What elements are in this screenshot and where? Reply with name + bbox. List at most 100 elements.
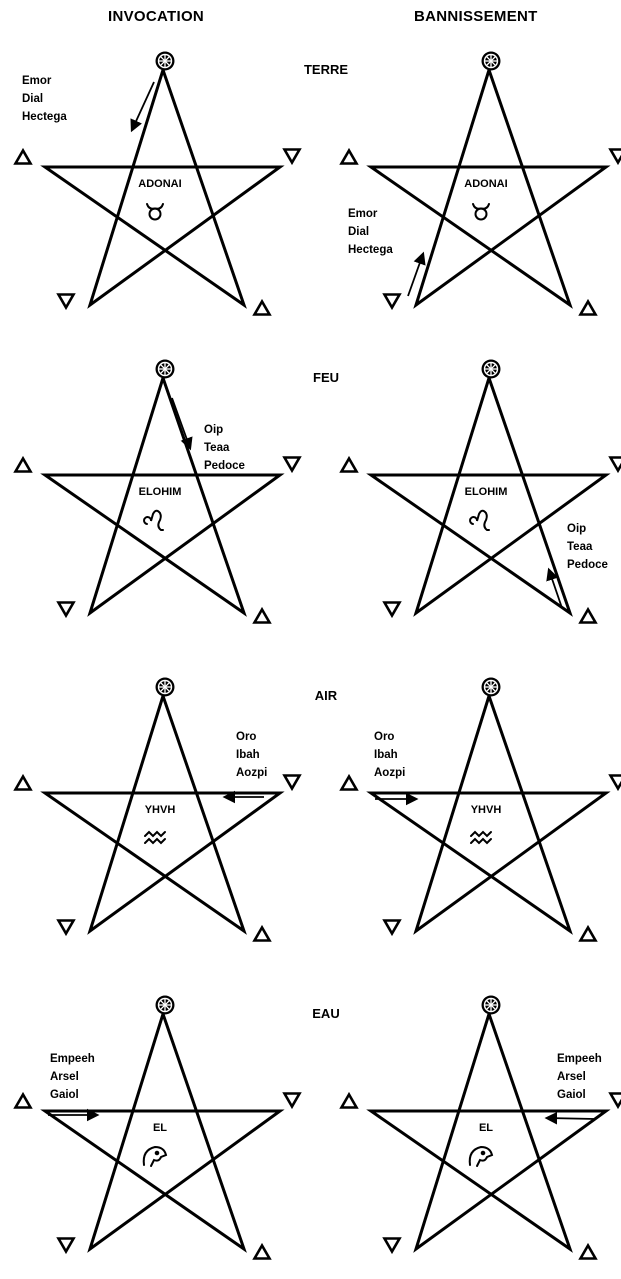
spirit-wheel-icon (481, 51, 501, 71)
call-word-label: Oro (236, 731, 256, 743)
fire-triangle-icon (13, 147, 33, 165)
divine-name-label: EL (153, 1122, 167, 1134)
eagle-head-outline (142, 1145, 168, 1167)
earth-triangle-icon (56, 919, 76, 937)
call-word-label: Oip (204, 424, 223, 436)
air-triangle-icon (578, 606, 598, 624)
pentagram-star (40, 65, 285, 309)
taurus-sign-icon (146, 203, 164, 221)
divine-name-label: ELOHIM (465, 486, 508, 498)
fire-triangle-icon (13, 773, 33, 791)
direction-arrow-icon (130, 81, 155, 133)
water-triangle-icon (282, 456, 302, 474)
water-triangle-icon (608, 148, 621, 166)
air-triangle-icon (252, 1242, 272, 1260)
spirit-wheel-spoke (159, 363, 171, 375)
invocation-header: INVOCATION (108, 8, 205, 25)
direction-arrow-icon (171, 397, 193, 451)
fire-triangle-icon (339, 147, 359, 165)
earth-triangle-icon (382, 919, 402, 937)
air-triangle-icon (578, 1242, 598, 1260)
call-word-label: Hectega (22, 111, 67, 123)
divine-name-label: YHVH (145, 804, 176, 816)
spirit-wheel-icon (155, 995, 175, 1015)
call-word-label: Gaiol (557, 1089, 586, 1101)
call-word-label: Dial (348, 226, 369, 238)
leo-glyph (469, 509, 490, 531)
call-word-label: Oip (567, 523, 586, 535)
spirit-wheel-spoke (485, 363, 497, 375)
call-word-label: Dial (22, 93, 43, 105)
fire-triangle-icon (339, 455, 359, 473)
pentagram-star (366, 691, 611, 935)
earth-triangle-icon (56, 601, 76, 619)
earth-triangle-icon (382, 293, 402, 311)
divine-name-label: YHVH (471, 804, 502, 816)
element-label: FEU (313, 370, 339, 385)
element-label: EAU (312, 1006, 339, 1021)
aquarius-sign-icon (144, 830, 166, 845)
direction-arrow-icon (544, 1111, 597, 1125)
fire-triangle-icon (13, 455, 33, 473)
fire-triangle-icon (13, 1091, 33, 1109)
pentagram-star (366, 1009, 611, 1253)
call-word-label: Emor (348, 208, 378, 220)
air-triangle-icon (252, 298, 272, 316)
eagle-eye (480, 1150, 486, 1156)
spirit-wheel-icon (155, 51, 175, 71)
fire-triangle-icon (339, 1091, 359, 1109)
spirit-wheel-spoke (485, 55, 497, 67)
divine-name-label: ADONAI (138, 178, 181, 190)
call-word-label: Ibah (236, 749, 260, 761)
earth-triangle-icon (56, 293, 76, 311)
spirit-wheel-icon (481, 995, 501, 1015)
call-word-label: Oro (374, 731, 394, 743)
divine-name-label: ADONAI (464, 178, 507, 190)
eagle-head-icon (142, 1145, 168, 1167)
banishing-header: BANNISSEMENT (414, 8, 538, 25)
call-word-label: Hectega (348, 244, 393, 256)
divine-name-label: ELOHIM (139, 486, 182, 498)
divine-name-label: EL (479, 1122, 493, 1134)
air-triangle-icon (252, 606, 272, 624)
spirit-wheel-spoke (159, 999, 171, 1011)
fire-triangle-icon (339, 773, 359, 791)
spirit-wheel-icon (155, 677, 175, 697)
taurus-horns (146, 203, 164, 210)
air-triangle-icon (578, 298, 598, 316)
call-word-label: Emor (22, 75, 52, 87)
leo-glyph (143, 509, 164, 531)
pentagram-star (40, 1009, 285, 1253)
spirit-wheel-spoke (159, 55, 171, 67)
spirit-wheel-icon (155, 359, 175, 379)
taurus-circle (474, 207, 488, 221)
water-triangle-icon (608, 774, 621, 792)
aquarius-wave-upper (144, 830, 166, 838)
water-triangle-icon (282, 774, 302, 792)
call-word-label: Gaiol (50, 1089, 79, 1101)
pentagram-star (366, 65, 611, 309)
eagle-head-icon (468, 1145, 494, 1167)
call-word-label: Arsel (557, 1071, 586, 1083)
water-triangle-icon (282, 148, 302, 166)
pentagram-star (40, 373, 285, 617)
taurus-horns (472, 203, 490, 210)
call-word-label: Ibah (374, 749, 398, 761)
eagle-head-outline (468, 1145, 494, 1167)
leo-sign-icon (143, 509, 164, 531)
earth-triangle-icon (382, 1237, 402, 1255)
leo-sign-icon (469, 509, 490, 531)
call-word-label: Teaa (204, 442, 230, 454)
direction-arrow-icon (407, 251, 426, 297)
call-word-label: Aozpi (236, 767, 267, 779)
pentagram-star (40, 691, 285, 935)
earth-triangle-icon (382, 601, 402, 619)
